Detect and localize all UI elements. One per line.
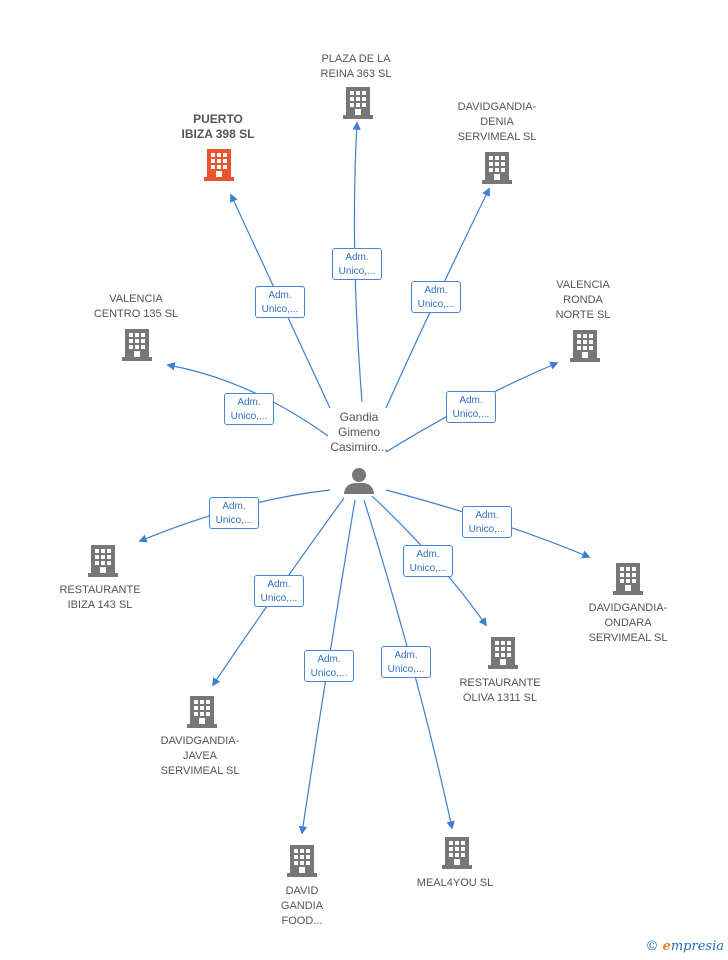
building-icon[interactable] xyxy=(488,637,518,669)
role-label-restaurante-ibiza[interactable]: Adm. Unico,... xyxy=(209,497,259,529)
brand-initial: e xyxy=(662,939,671,954)
company-label-david-gandia-food[interactable]: DAVID GANDIA FOOD... xyxy=(280,885,324,927)
building-icon[interactable] xyxy=(88,545,118,577)
building-icon[interactable] xyxy=(287,845,317,877)
building-icon[interactable] xyxy=(122,329,152,361)
company-label-plaza-de-la-reina[interactable]: PLAZA DE LA REINA 363 SL xyxy=(320,53,392,80)
role-label-valencia-ronda-norte[interactable]: Adm. Unico,... xyxy=(446,391,496,423)
building-icon[interactable] xyxy=(204,149,234,181)
role-label-davidgandia-denia[interactable]: Adm. Unico,... xyxy=(411,281,461,313)
company-label-valencia-ronda-norte[interactable]: VALENCIA RONDA NORTE SL xyxy=(555,279,611,321)
role-label-davidgandia-javea[interactable]: Adm. Unico,... xyxy=(254,575,304,607)
center-person-label[interactable]: Gandia Gimeno Casimiro... xyxy=(330,410,388,454)
icons-layer xyxy=(88,87,643,877)
building-icon[interactable] xyxy=(343,87,373,119)
company-label-restaurante-ibiza[interactable]: RESTAURANTE IBIZA 143 SL xyxy=(59,584,141,611)
role-label-valencia-centro[interactable]: Adm. Unico,... xyxy=(224,393,274,425)
building-icon[interactable] xyxy=(442,837,472,869)
watermark: © empresia xyxy=(645,939,724,954)
role-label-davidgandia-ondara[interactable]: Adm. Unico,... xyxy=(462,506,512,538)
person-icon[interactable] xyxy=(344,468,374,494)
edge-valencia-centro xyxy=(166,362,329,437)
building-icon[interactable] xyxy=(613,563,643,595)
copyright-symbol: © xyxy=(645,939,659,954)
building-icon[interactable] xyxy=(570,330,600,362)
role-label-puerto-ibiza[interactable]: Adm. Unico,... xyxy=(255,286,305,318)
role-label-restaurante-oliva[interactable]: Adm. Unico,... xyxy=(403,545,453,577)
brand-name: mpresia xyxy=(670,939,724,954)
role-label-david-gandia-food[interactable]: Adm. Unico,... xyxy=(304,650,354,682)
building-icon[interactable] xyxy=(187,696,217,728)
company-label-davidgandia-ondara[interactable]: DAVIDGANDIA- ONDARA SERVIMEAL SL xyxy=(588,602,668,644)
building-icon[interactable] xyxy=(482,152,512,184)
role-label-meal4you[interactable]: Adm. Unico,... xyxy=(381,646,431,678)
company-label-valencia-centro[interactable]: VALENCIA CENTRO 135 SL xyxy=(93,293,179,320)
company-label-restaurante-oliva[interactable]: RESTAURANTE OLIVA 1311 SL xyxy=(459,677,541,704)
company-label-puerto-ibiza[interactable]: PUERTO IBIZA 398 SL xyxy=(181,112,255,141)
company-label-davidgandia-javea[interactable]: DAVIDGANDIA- JAVEA SERVIMEAL SL xyxy=(160,735,240,777)
company-label-davidgandia-denia[interactable]: DAVIDGANDIA- DENIA SERVIMEAL SL xyxy=(457,101,537,143)
role-label-plaza-de-la-reina[interactable]: Adm. Unico,... xyxy=(332,248,382,280)
company-label-meal4you[interactable]: MEAL4YOU SL xyxy=(416,877,494,889)
